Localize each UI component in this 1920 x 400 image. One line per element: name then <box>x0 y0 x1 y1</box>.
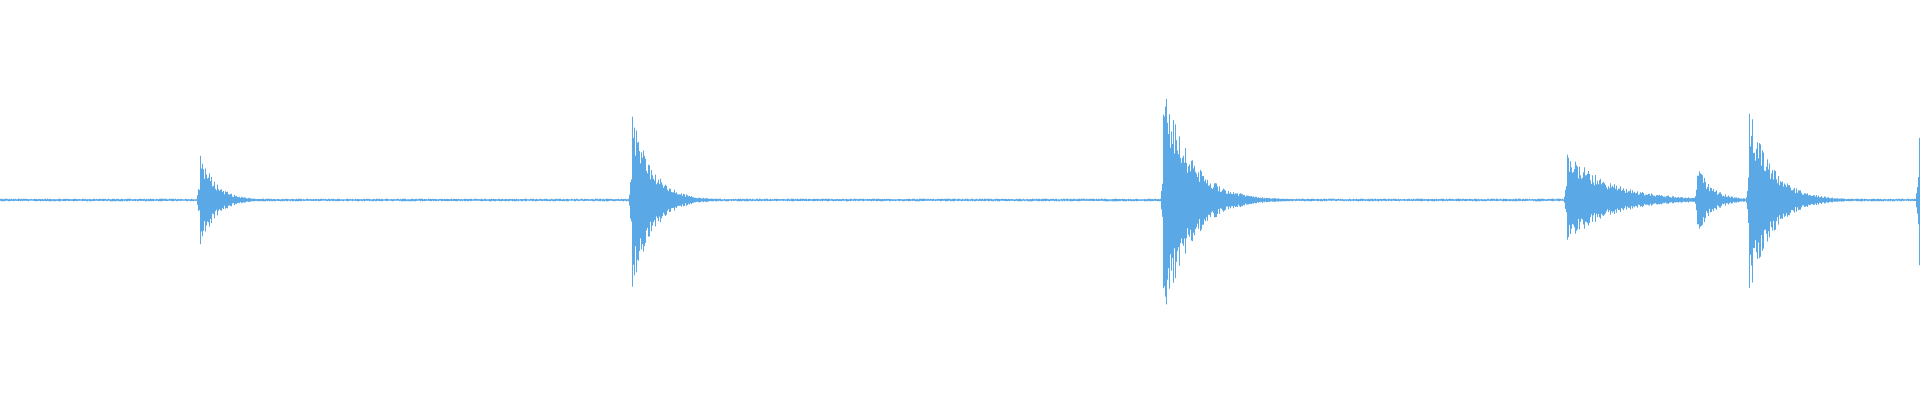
waveform-trace <box>0 99 1920 305</box>
